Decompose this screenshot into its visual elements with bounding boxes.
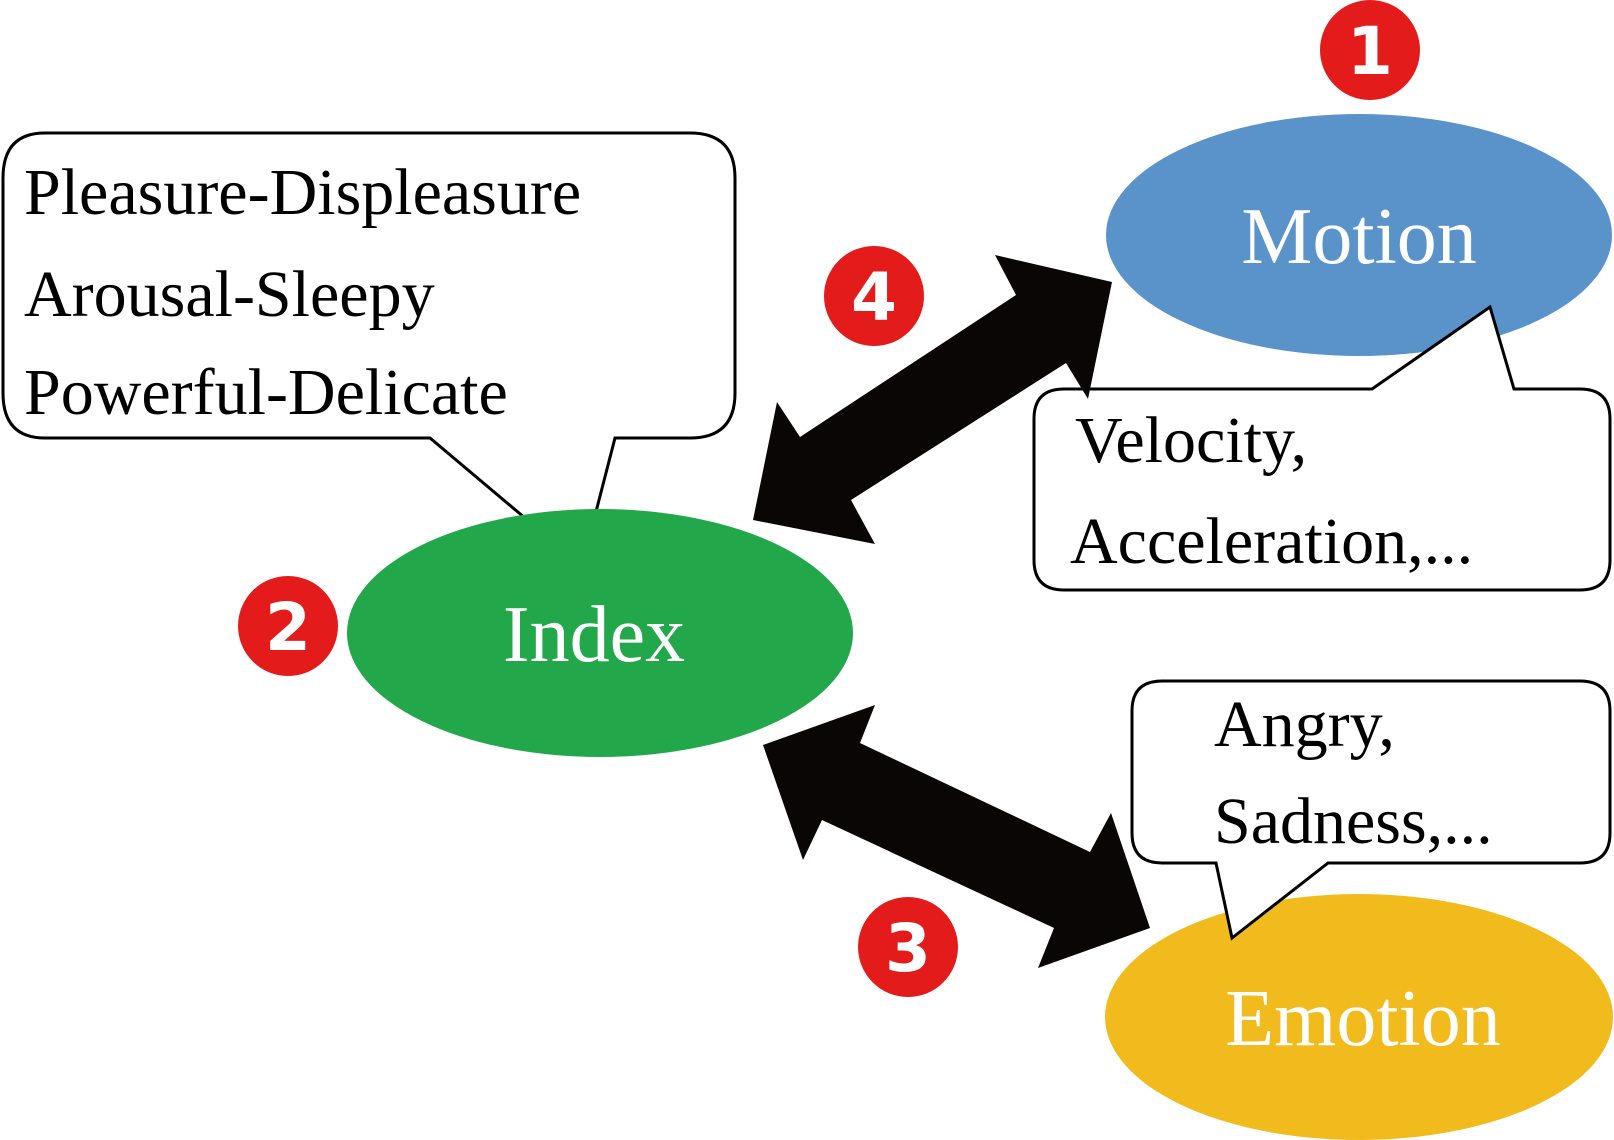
index-emotion-double-arrow	[763, 705, 1150, 968]
emotion-ellipse	[1105, 894, 1613, 1140]
badge-1-number: 1	[1347, 13, 1393, 90]
motion-callout-bubble	[1032, 304, 1612, 592]
badge-3-number: 3	[885, 910, 931, 987]
index-callout-line-3: Powerful-Delicate	[24, 356, 508, 429]
index-label: Index	[503, 591, 685, 679]
index-callout: Pleasure-Displeasure Arousal-Sleepy Powe…	[1, 131, 737, 569]
index-callout-bubble	[1, 131, 737, 569]
index-callout-line-2: Arousal-Sleepy	[24, 258, 435, 331]
index-ellipse	[347, 509, 853, 757]
emotion-callout-line-2: Sadness,...	[1214, 785, 1493, 858]
index-node: Index	[347, 509, 853, 757]
index-callout-line-1: Pleasure-Displeasure	[24, 156, 581, 229]
badge-2-number: 2	[265, 589, 311, 666]
emotion-node: Emotion	[1105, 894, 1613, 1140]
emotion-callout-line-1: Angry,	[1214, 688, 1395, 761]
emotion-label: Emotion	[1225, 975, 1501, 1063]
motion-callout-line-1: Velocity,	[1075, 404, 1307, 477]
emotion-callout-bubble	[1130, 679, 1612, 941]
badge-4-number: 4	[851, 259, 897, 336]
badge-4: 4	[824, 246, 924, 346]
motion-callout: Velocity, Acceleration,...	[1032, 304, 1612, 592]
badge-2: 2	[238, 576, 338, 676]
index-motion-double-arrow	[753, 255, 1112, 544]
badge-1: 1	[1320, 0, 1420, 100]
motion-label: Motion	[1241, 193, 1477, 281]
badge-3: 3	[858, 897, 958, 997]
motion-ellipse	[1106, 114, 1612, 356]
motion-callout-line-2: Acceleration,...	[1070, 505, 1473, 578]
motion-node: Motion	[1106, 114, 1612, 356]
emotion-callout: Angry, Sadness,...	[1130, 679, 1612, 941]
